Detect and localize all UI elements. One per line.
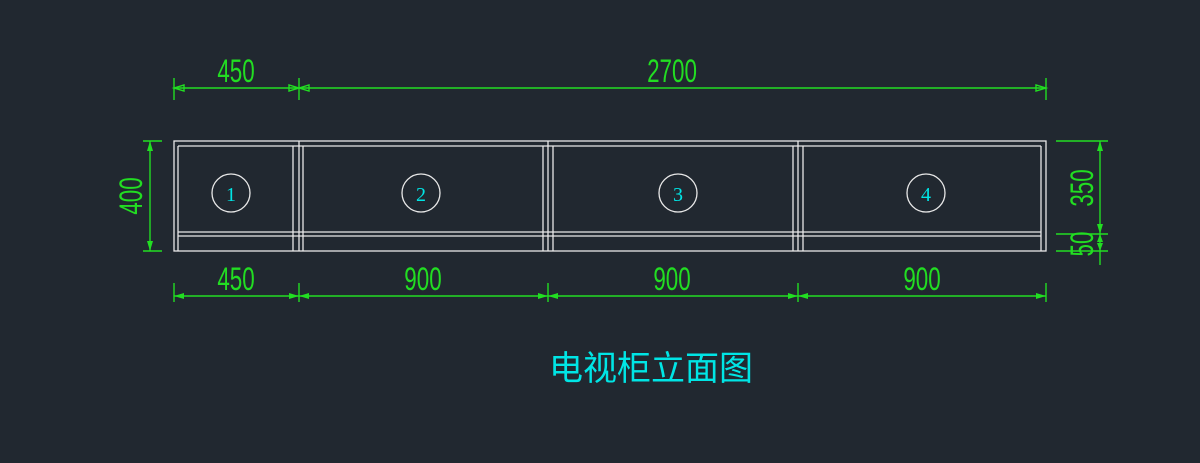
bottom-dim-4-label: 900 <box>903 261 940 297</box>
right-dim-lower-label: 50 <box>1064 232 1100 257</box>
bottom-dim-2-label: 900 <box>404 261 441 297</box>
compartment-mark-1 <box>211 173 251 213</box>
compartment-marks: 1 2 3 4 <box>211 173 946 213</box>
tv-cabinet-outline <box>173 140 1047 252</box>
right-dim-upper-label: 350 <box>1064 169 1100 206</box>
bottom-dim-3-label: 900 <box>653 261 690 297</box>
compartment-mark-2 <box>401 173 441 213</box>
left-dim-label: 400 <box>113 177 149 214</box>
compartment-mark-2-label: 2 <box>416 184 426 206</box>
top-dim-overall-label: 2700 <box>647 53 697 89</box>
drawing-title: 电视柜立面图 <box>549 349 753 389</box>
compartment-mark-4 <box>906 173 946 213</box>
compartment-mark-1-label: 1 <box>226 184 236 206</box>
right-dimension-chain: 350 50 <box>1056 140 1108 265</box>
compartment-mark-3 <box>658 173 698 213</box>
compartment-mark-3-label: 3 <box>673 184 683 206</box>
compartment-mark-4-label: 4 <box>921 184 931 206</box>
left-dimension: 400 <box>113 140 162 252</box>
top-dimension-chain: 450 2700 <box>171 53 1049 100</box>
top-dim-left-label: 450 <box>217 53 254 89</box>
bottom-dim-1-label: 450 <box>217 261 254 297</box>
bottom-dimension-chain: 450 900 900 900 <box>173 261 1047 302</box>
